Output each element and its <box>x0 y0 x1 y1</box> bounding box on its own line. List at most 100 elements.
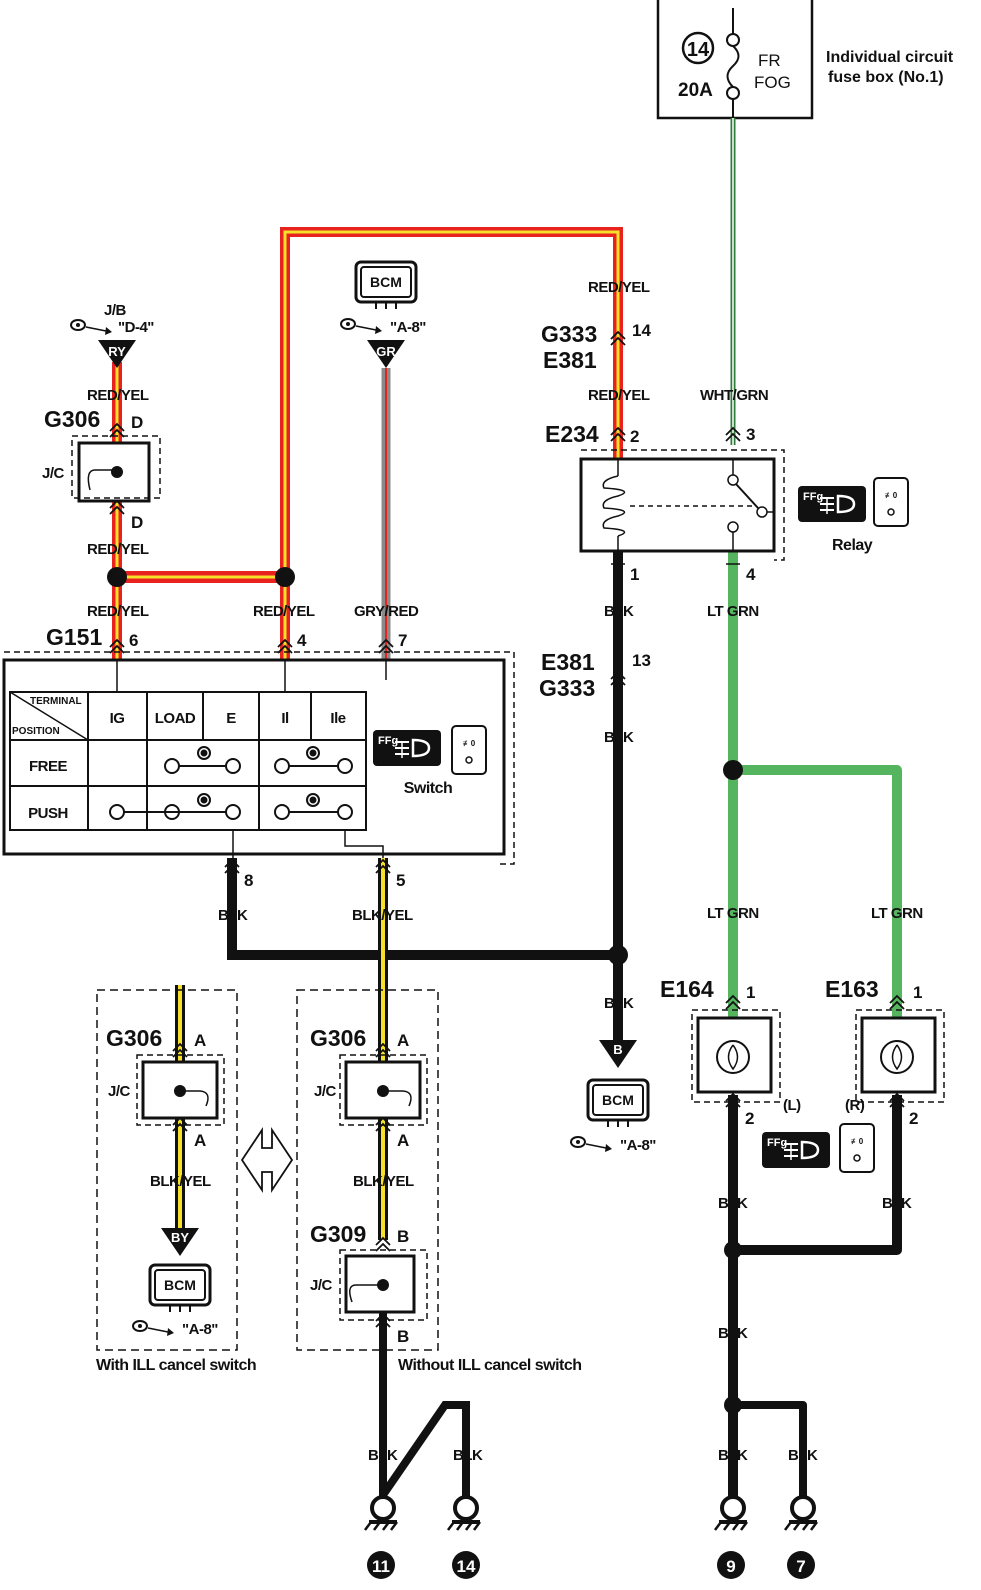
pin-8: 8 <box>244 871 253 890</box>
bcm-label-bottom: BCM <box>602 1092 634 1108</box>
wire-label-blk-8: BLK <box>368 1447 398 1464</box>
jc-label-right: J/C <box>314 1083 337 1100</box>
table-row-push: PUSH <box>28 805 68 822</box>
connector-e381-top: E381 <box>543 347 597 373</box>
pin-3-relay: 3 <box>746 425 755 444</box>
bcm-page-left: "A-8" <box>182 1321 218 1338</box>
svg-text:9: 9 <box>726 1557 735 1576</box>
table-col-ile: Ile <box>330 710 345 727</box>
lamp-side-right: (R) <box>845 1097 865 1114</box>
table-row-free: FREE <box>29 758 68 775</box>
svg-text:B: B <box>397 1227 409 1246</box>
g306-junction-top: RED/YEL G306 D J/C D RED/YEL <box>42 387 161 558</box>
wire-label-wht-grn: WHT/GRN <box>700 387 768 404</box>
pin-2-relay: 2 <box>630 427 639 446</box>
svg-text:14: 14 <box>457 1557 476 1576</box>
junction-points <box>107 567 743 1414</box>
connector-e163: E163 <box>825 976 879 1002</box>
connector-g333-top: G333 <box>541 321 597 347</box>
table-header-terminal: TERMINAL <box>30 696 82 707</box>
connector-g309: G309 <box>310 1221 366 1247</box>
wire-label-blk-5: BLK <box>718 1195 748 1212</box>
jc-label-top: J/C <box>42 465 65 482</box>
fog-switch-assembly: G151 6 4 7 TERMINAL POSITION IG LOAD E I… <box>2 624 515 924</box>
wire-label-red-yel-4: RED/YEL <box>253 603 315 620</box>
svg-text:1: 1 <box>746 983 755 1002</box>
wire-label-lt-grn-2: LT GRN <box>707 905 759 922</box>
table-col-il: Il <box>281 710 289 727</box>
fuse-box-caption-1: Individual circuit <box>826 49 954 66</box>
jb-label: J/B <box>104 302 127 319</box>
svg-text:A: A <box>397 1031 409 1050</box>
wire-label-blk-9: BLK <box>453 1447 483 1464</box>
svg-text:A: A <box>397 1131 409 1150</box>
pin-d-top: D <box>131 413 143 432</box>
lamp-icon-right <box>880 1040 914 1074</box>
pin-14: 14 <box>632 321 651 340</box>
fuse-box: 14 20A FR FOG Individual circuit fuse bo… <box>656 0 954 120</box>
pin-6: 6 <box>129 631 138 650</box>
by-triangle <box>161 1228 199 1256</box>
svg-text:FFg: FFg <box>803 491 823 503</box>
svg-text:1: 1 <box>913 983 922 1002</box>
svg-text:A: A <box>194 1131 206 1150</box>
wire-label-blk-6: BLK <box>882 1195 912 1212</box>
pin-5: 5 <box>396 871 405 890</box>
connector-e234: E234 <box>545 421 599 447</box>
wire-label-blk-7: BLK <box>718 1325 748 1342</box>
svg-text:B: B <box>397 1327 409 1346</box>
wire-label-red-yel-3: RED/YEL <box>87 603 149 620</box>
bcm-page-top: "A-8" <box>390 319 426 336</box>
connector-g306-top: G306 <box>44 406 100 432</box>
connector-g333-mid: G333 <box>539 675 595 701</box>
fog-lamp-right-e163: E163 1 2 (R) <box>825 976 945 1128</box>
wire-label-lt-grn-1: LT GRN <box>707 603 759 620</box>
table-col-e: E <box>226 710 236 727</box>
variant-arrow-icon <box>240 1127 294 1193</box>
lamp-side-left: (L) <box>783 1097 801 1114</box>
ground-icon-9: 9 <box>713 1495 749 1579</box>
wire-label-gry-red: GRY/RED <box>354 603 419 620</box>
relay-switch-icon <box>873 477 909 527</box>
wire-label-blk-10: BLK <box>718 1447 748 1464</box>
gr-label: GR <box>376 344 396 359</box>
lamp-switch-icon <box>839 1123 875 1173</box>
fuse-name-1: FR <box>758 51 781 70</box>
wire-label-red-yel-1: RED/YEL <box>87 387 149 404</box>
connector-g306-left: G306 <box>106 1025 162 1051</box>
wire-label-blk-yel-1: BLK/YEL <box>352 907 413 924</box>
lamp-icon-left <box>716 1040 750 1074</box>
svg-text:BY: BY <box>171 1230 189 1245</box>
switch-knob-icon <box>451 725 487 775</box>
caption-without-ill: Without ILL cancel switch <box>398 1357 582 1374</box>
bcm-reference-bottom: BLK B BCM "A-8" <box>570 995 657 1154</box>
b-triangle <box>599 1040 637 1068</box>
wire-label-blk-11: BLK <box>788 1447 818 1464</box>
connector-g151: G151 <box>46 624 102 650</box>
bcm-page-bottom: "A-8" <box>620 1137 656 1154</box>
svg-text:11: 11 <box>372 1557 390 1576</box>
wire-label-blk-yel-3: BLK/YEL <box>353 1173 414 1190</box>
caption-with-ill: With ILL cancel switch <box>96 1357 256 1374</box>
pin-4-switch: 4 <box>297 631 307 650</box>
pin-d-bottom: D <box>131 513 143 532</box>
table-header-position: POSITION <box>12 726 60 737</box>
table-col-ig: IG <box>110 710 125 727</box>
wire-label-blk-4: BLK <box>604 995 634 1012</box>
ground-icon-11: 11 <box>363 1495 399 1579</box>
connector-e164: E164 <box>660 976 714 1002</box>
fuse-number-circle <box>681 31 715 65</box>
jc-label-g309: J/C <box>310 1277 333 1294</box>
variant-with-ill-cancel: G306 A J/C A BLK/YEL BY BCM "A-8" With I… <box>96 989 257 1374</box>
ground-icon-14: 14 <box>446 1495 482 1579</box>
pin-7: 7 <box>398 631 407 650</box>
svg-text:2: 2 <box>745 1109 754 1128</box>
bcm-label-left: BCM <box>164 1277 196 1293</box>
pin-13: 13 <box>632 651 651 670</box>
variant-without-ill-cancel: G306 A J/C A BLK/YEL G309 B J/C B Withou… <box>296 989 582 1374</box>
relay-e234: E234 2 3 FFg Relay 1 4 <box>545 421 909 584</box>
wire-label-lt-grn-3: LT GRN <box>871 905 923 922</box>
svg-text:FFg: FFg <box>378 735 398 747</box>
svg-text:2: 2 <box>909 1109 918 1128</box>
